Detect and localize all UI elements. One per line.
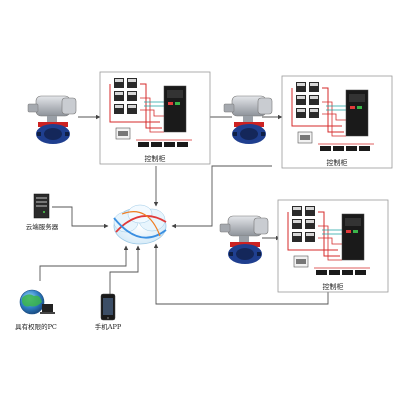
valve-2 [223, 95, 273, 145]
cabinet-3-label: 控制柜 [323, 282, 344, 291]
link-phone-cloud [109, 245, 141, 294]
control-cabinet-2 [281, 75, 393, 169]
control-cabinet-3 [277, 199, 389, 293]
smartphone-icon [100, 293, 116, 321]
link-pc-cloud [39, 245, 129, 281]
cabinet-1-label: 控制柜 [145, 154, 166, 163]
cabinet-2-label: 控制柜 [327, 158, 348, 167]
connection-lines [39, 114, 329, 305]
server-icon [33, 193, 50, 219]
cloud-icon [113, 204, 167, 245]
cloud-server-label: 云端服务器 [26, 222, 59, 231]
valve-1 [27, 95, 77, 145]
link-cabinet2-cloud [171, 165, 272, 229]
globe-pc-icon [19, 289, 55, 315]
mobile-app-label: 手机APP [95, 322, 122, 331]
link-server-cloud [52, 206, 109, 229]
valve-3 [219, 215, 269, 265]
link-cabinet3-cloud [153, 243, 329, 305]
control-cabinet-1 [99, 71, 211, 165]
authorized-pc-label: 具有权限的PC [15, 322, 57, 331]
